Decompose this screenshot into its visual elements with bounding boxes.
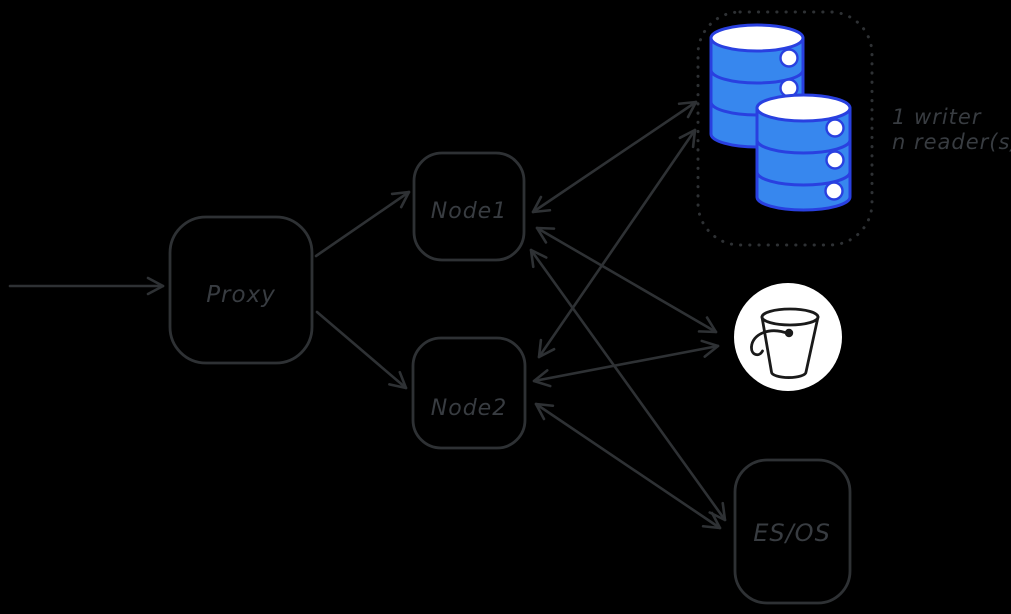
arrow-proxy-to-node2 bbox=[315, 310, 408, 390]
cylinder-band-line bbox=[755, 138, 852, 155]
bucket-handle-pivot-dot bbox=[784, 328, 794, 338]
proxy-label: Proxy bbox=[206, 282, 276, 308]
bucket-icon bbox=[734, 283, 842, 391]
diagram-labels: Proxy Node1 Node2 ES/OS 1 writer n reade… bbox=[206, 105, 1011, 547]
cylinder-led-dot bbox=[825, 150, 845, 170]
bucket-handle bbox=[750, 329, 791, 357]
database-cylinder-2 bbox=[755, 93, 852, 212]
arrow-node2-esos bbox=[534, 402, 722, 530]
node2-label: Node2 bbox=[431, 396, 507, 421]
proxy-box bbox=[168, 215, 314, 365]
esos-box bbox=[733, 458, 852, 605]
db-caption-line2: n reader(s) bbox=[892, 130, 1011, 154]
cylinder-band-line bbox=[755, 170, 852, 187]
cylinder-top bbox=[709, 23, 805, 53]
cylinder-top bbox=[755, 93, 852, 123]
cylinder-led-dot bbox=[824, 181, 844, 201]
db-cluster-dashed-container bbox=[696, 10, 874, 247]
diagram-boxes bbox=[168, 10, 874, 605]
node2-box bbox=[411, 336, 527, 450]
bucket-body bbox=[760, 315, 820, 379]
esos-label: ES/OS bbox=[753, 519, 831, 547]
connector-arrows bbox=[8, 100, 727, 530]
cylinder-led-dot bbox=[825, 118, 845, 138]
database-cylinders-icon bbox=[709, 23, 852, 212]
node1-label: Node1 bbox=[431, 199, 507, 224]
node1-box bbox=[412, 151, 526, 262]
bucket-rim bbox=[760, 307, 820, 327]
cylinder-band-line bbox=[709, 68, 805, 85]
arrow-proxy-to-node1 bbox=[314, 190, 411, 258]
db-caption-line1: 1 writer bbox=[892, 105, 982, 129]
cylinder-led-dot bbox=[779, 48, 799, 68]
